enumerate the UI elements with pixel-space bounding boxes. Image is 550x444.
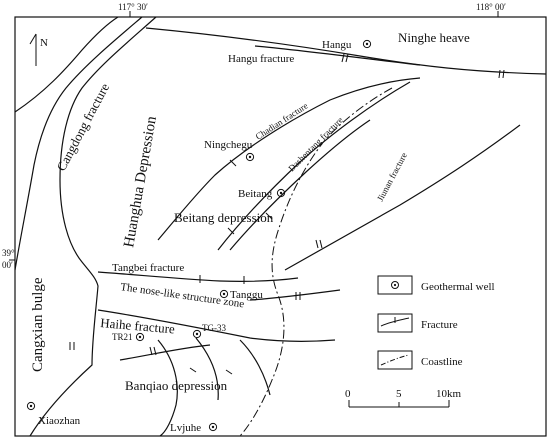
haihe-fracture-lower bbox=[119, 344, 211, 361]
well-ningchegu-label: Ningchegu bbox=[204, 139, 253, 151]
chadian-fracture-label: Chadian fracture bbox=[254, 100, 310, 141]
legend: Geothermal well Fracture Coastline bbox=[377, 275, 495, 370]
well-xiaozhan-label: Xiaozhan bbox=[38, 415, 81, 427]
well-tanggu-icon bbox=[219, 289, 229, 299]
banqiao-fracture-line-3 bbox=[239, 339, 271, 396]
legend-coastline-label: Coastline bbox=[421, 356, 463, 368]
lat-label-line1: 39° bbox=[2, 248, 15, 258]
well-tanggu-label: Tanggu bbox=[230, 289, 263, 301]
cangdong-fracture-line-outer bbox=[14, 16, 119, 113]
banqiao-fracture-line-1 bbox=[157, 339, 178, 437]
legend-coastline-swatch bbox=[377, 350, 413, 370]
cangdong-fracture-line-west bbox=[14, 16, 143, 271]
haihe-fracture-line bbox=[97, 309, 336, 342]
nose-zone-fracture-line bbox=[249, 289, 341, 301]
lon-label-right: 118° 00′ bbox=[476, 2, 506, 12]
dashentang-fracture-parallel bbox=[229, 119, 371, 251]
dashentang-fracture-label: Dashentang fracture bbox=[286, 115, 344, 173]
legend-well-label: Geothermal well bbox=[421, 281, 495, 293]
huanghua-depression-label: Huanghua Depression bbox=[121, 115, 160, 249]
hangu-fracture-line bbox=[145, 27, 547, 75]
chadian-fracture-line bbox=[157, 77, 421, 241]
legend-fracture-label: Fracture bbox=[421, 319, 458, 331]
scale-bar bbox=[348, 400, 450, 408]
north-arrow-icon bbox=[29, 33, 37, 66]
hangu-fracture-branch bbox=[254, 45, 421, 66]
banqiao-fracture-line-2 bbox=[195, 337, 219, 401]
well-hangu-label: Hangu bbox=[322, 39, 352, 51]
well-beitang-icon bbox=[276, 188, 286, 198]
lat-label-line2: 00′ bbox=[2, 260, 13, 270]
haihe-fracture-label: Haihe fracture bbox=[100, 315, 176, 336]
well-ningchegu-icon bbox=[245, 152, 255, 162]
map-frame bbox=[14, 16, 547, 437]
well-tr21-label: TR21 bbox=[112, 332, 133, 342]
tangbei-fracture-label: Tangbei fracture bbox=[112, 262, 184, 274]
well-tr21-icon bbox=[135, 332, 145, 342]
banqiao-depression-label: Banqiao depression bbox=[125, 378, 228, 393]
scale-label-10: 10km bbox=[436, 388, 462, 400]
well-beitang-label: Beitang bbox=[238, 188, 273, 200]
jiunan-fracture-line bbox=[284, 124, 521, 271]
well-xiaozhan-icon bbox=[26, 401, 36, 411]
well-tg33-icon bbox=[192, 329, 202, 339]
well-tg33-label: TG-33 bbox=[202, 323, 226, 333]
coastline-line bbox=[239, 87, 393, 437]
cangdong-fracture-line-east bbox=[29, 16, 157, 437]
lon-label-left: 117° 30′ bbox=[118, 2, 148, 12]
well-lvjuhe-label: Lvjuhe bbox=[170, 422, 201, 434]
beitang-depression-label: Beitang depression bbox=[174, 210, 274, 225]
ninghe-heave-label: Ninghe heave bbox=[398, 30, 470, 45]
scale-label-0: 0 bbox=[345, 388, 351, 400]
well-hangu-icon bbox=[362, 39, 372, 49]
tangbei-fracture-line bbox=[97, 271, 299, 282]
cangxian-bulge-label: Cangxian bulge bbox=[30, 277, 46, 372]
dashentang-fracture-line bbox=[217, 81, 411, 251]
north-label: N bbox=[40, 37, 48, 49]
cangdong-fracture-label: Cangdong fracture bbox=[53, 80, 112, 173]
nose-zone-label: The nose-like structure zone bbox=[120, 281, 245, 310]
scale-label-5: 5 bbox=[396, 388, 402, 400]
hangu-fracture-label: Hangu fracture bbox=[228, 53, 294, 65]
well-lvjuhe-icon bbox=[208, 422, 218, 432]
jiunan-fracture-label: Jiunan fracture bbox=[375, 151, 409, 203]
